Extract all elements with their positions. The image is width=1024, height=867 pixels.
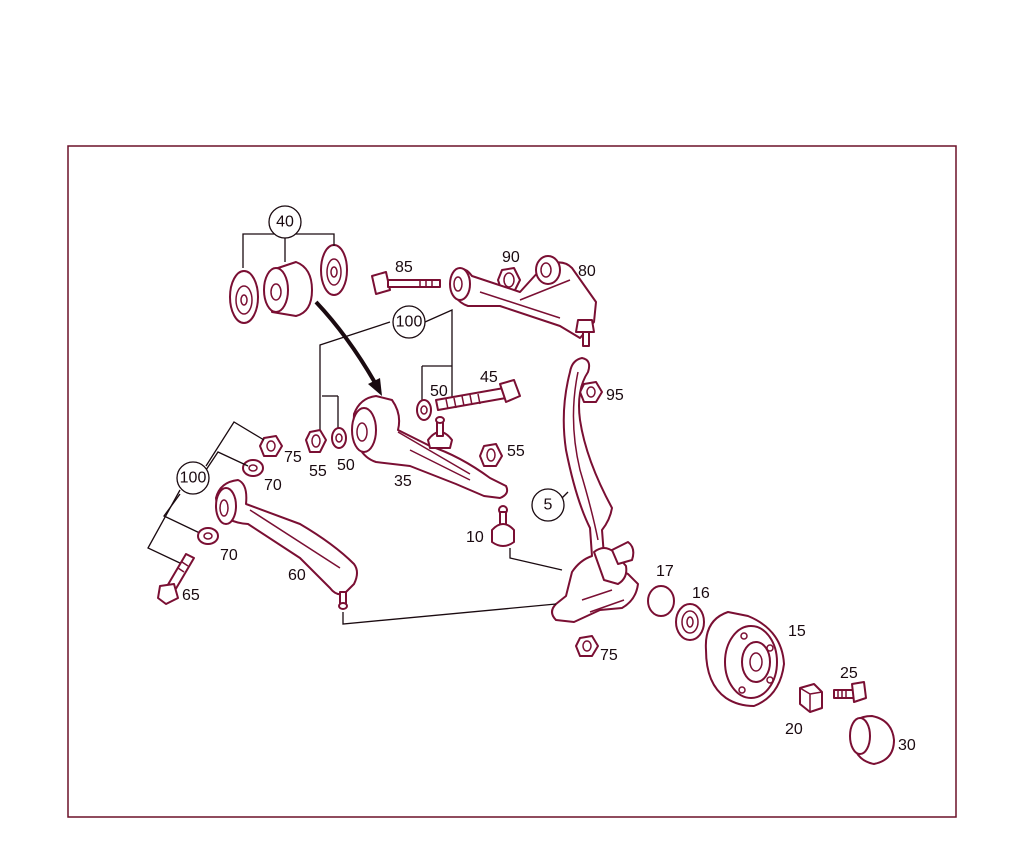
label-100-lower: 100 bbox=[180, 470, 207, 487]
part-55-nut-left bbox=[305, 429, 327, 453]
label-40: 40 bbox=[276, 214, 294, 231]
part-80-upper-control-arm bbox=[449, 255, 597, 347]
label-10: 10 bbox=[466, 529, 484, 546]
label-30: 30 bbox=[898, 737, 916, 754]
part-35-lower-control-arm bbox=[351, 395, 509, 499]
part-60-tension-strut bbox=[215, 479, 358, 610]
part-40-bushing-set bbox=[229, 244, 348, 324]
part-50-washer-upper bbox=[416, 399, 432, 421]
label-45: 45 bbox=[480, 369, 498, 386]
label-55-right: 55 bbox=[507, 443, 525, 460]
part-5-steering-knuckle bbox=[551, 357, 639, 623]
part-75-nut-upper bbox=[259, 435, 283, 457]
label-75-lower: 75 bbox=[600, 647, 618, 664]
label-95: 95 bbox=[606, 387, 624, 404]
part-70-washer-lower bbox=[197, 527, 219, 545]
label-16: 16 bbox=[692, 585, 710, 602]
part-85-bolt bbox=[371, 271, 441, 295]
label-90: 90 bbox=[502, 249, 520, 266]
label-65: 65 bbox=[182, 587, 200, 604]
label-35: 35 bbox=[394, 473, 412, 490]
label-80: 80 bbox=[578, 263, 596, 280]
label-17: 17 bbox=[656, 563, 674, 580]
part-65-bolt bbox=[157, 553, 195, 605]
label-85: 85 bbox=[395, 259, 413, 276]
label-15: 15 bbox=[788, 623, 806, 640]
label-100-upper: 100 bbox=[396, 314, 423, 331]
part-75-nut-lower bbox=[575, 635, 599, 657]
label-55-left: 55 bbox=[309, 463, 327, 480]
part-16-wheel-bearing bbox=[675, 603, 705, 641]
arrow-bushing-to-arm bbox=[314, 300, 382, 396]
label-50-upper: 50 bbox=[430, 383, 448, 400]
label-70-upper: 70 bbox=[264, 477, 282, 494]
part-70-washer-upper bbox=[242, 459, 264, 477]
label-70-lower: 70 bbox=[220, 547, 238, 564]
part-25-screw bbox=[833, 681, 867, 703]
label-50-lower: 50 bbox=[337, 457, 355, 474]
label-25: 25 bbox=[840, 665, 858, 682]
label-5: 5 bbox=[544, 497, 553, 514]
label-60: 60 bbox=[288, 567, 306, 584]
label-20: 20 bbox=[785, 721, 803, 738]
part-45-bolt bbox=[435, 379, 521, 411]
part-50-washer-lower bbox=[331, 427, 347, 449]
part-15-wheel-hub bbox=[704, 611, 785, 707]
part-10-ball-joint bbox=[491, 505, 515, 547]
diagram-frame bbox=[67, 145, 957, 818]
part-30-hub-cap bbox=[849, 715, 895, 765]
part-17-seal-ring bbox=[647, 585, 675, 617]
part-95-nut bbox=[579, 381, 603, 403]
label-75-upper: 75 bbox=[284, 449, 302, 466]
part-20-clamp bbox=[799, 683, 823, 713]
part-55-nut-right bbox=[479, 443, 503, 467]
